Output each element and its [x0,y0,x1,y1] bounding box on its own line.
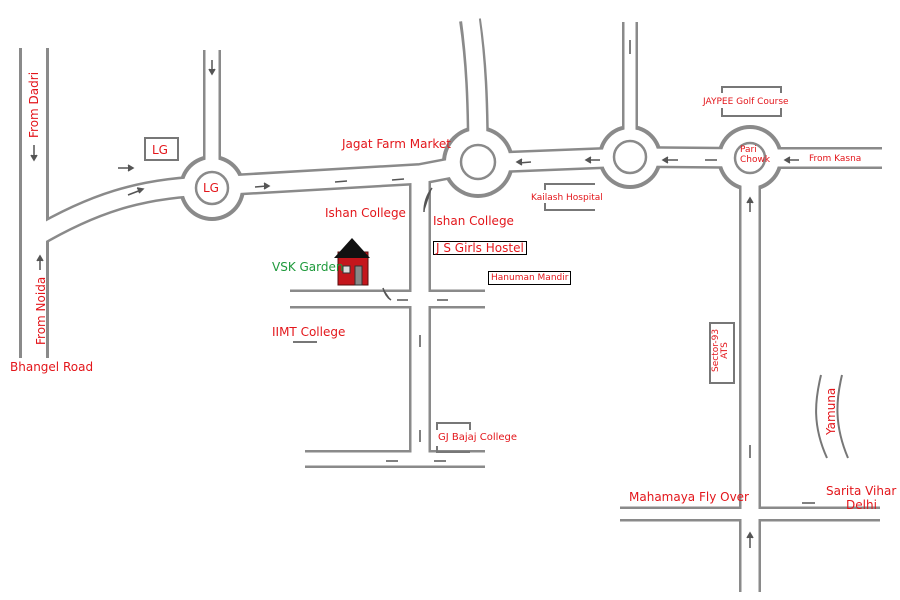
arrow-icon [254,182,271,190]
island-jagat [459,143,497,181]
yamuna-river [815,374,849,459]
label-from-kasna: From Kasna [809,154,862,164]
jaypee-bracket [721,86,782,117]
arrow-icon [584,156,600,164]
arrow-icon [661,156,678,164]
arrow-icon [118,164,135,172]
label-ishan-college-right: Ishan College [433,214,514,228]
label-ishan-college-left: Ishan College [325,206,406,220]
label-bhangel-road: Bhangel Road [10,360,94,374]
arrow-icon [423,187,433,213]
island-pari [733,141,767,175]
roundabout-islands [194,139,767,206]
kailash-bracket [544,183,595,211]
label-from-noida: From Noida [34,276,48,345]
pari-line1: Pari [740,145,757,155]
gj-bajaj-bracket [436,422,471,453]
label-vsk-garden: VSK Garden [272,260,344,274]
label-hanuman-mandir: Hanuman Mandir [488,271,572,285]
arrow-icon [783,156,799,164]
lg-box [144,137,179,161]
island-lg [194,170,230,206]
label-from-dadri: From Dadri [27,71,41,138]
island-3 [612,139,648,175]
label-yamuna: Yamuna [824,387,838,435]
label-js-girls-hostel: J S Girls Hostel [433,241,527,255]
label-mahamaya-flyover: Mahamaya Fly Over [629,490,749,504]
arrow-icon [127,187,145,196]
arrow-icon [208,60,216,76]
label-jagat-farm-market: Jagat Farm Market [342,137,452,151]
label-kailash-hospital: Kailash Hospital [531,193,603,203]
arrow-icon [334,180,348,183]
label-delhi: Delhi [846,498,877,512]
label-lg-circle: LG [203,181,219,195]
landmark-brackets [144,86,849,459]
house-icon [334,238,370,286]
arrow-icon [746,196,754,212]
label-sarita-vihar: Sarita Vihar [826,484,897,498]
arrow-icon [515,158,532,166]
direction-arrows [30,40,815,548]
label-jaypee-golf-course: JAYPEE Golf Course [703,97,789,107]
ats-line2: ATS [720,342,730,359]
arrow-icon [382,287,392,301]
arrow-icon [30,145,38,162]
chowk-line2: Chowk [740,155,771,165]
sector93-box [709,322,735,384]
arrow-icon [391,178,405,181]
arrow-icon [746,531,754,548]
arrow-icon [36,254,44,270]
label-iimt-college: IIMT College [272,325,346,339]
label-lg-box: LG [152,143,168,157]
label-gj-bajaj-college: GJ Bajaj College [438,432,518,443]
